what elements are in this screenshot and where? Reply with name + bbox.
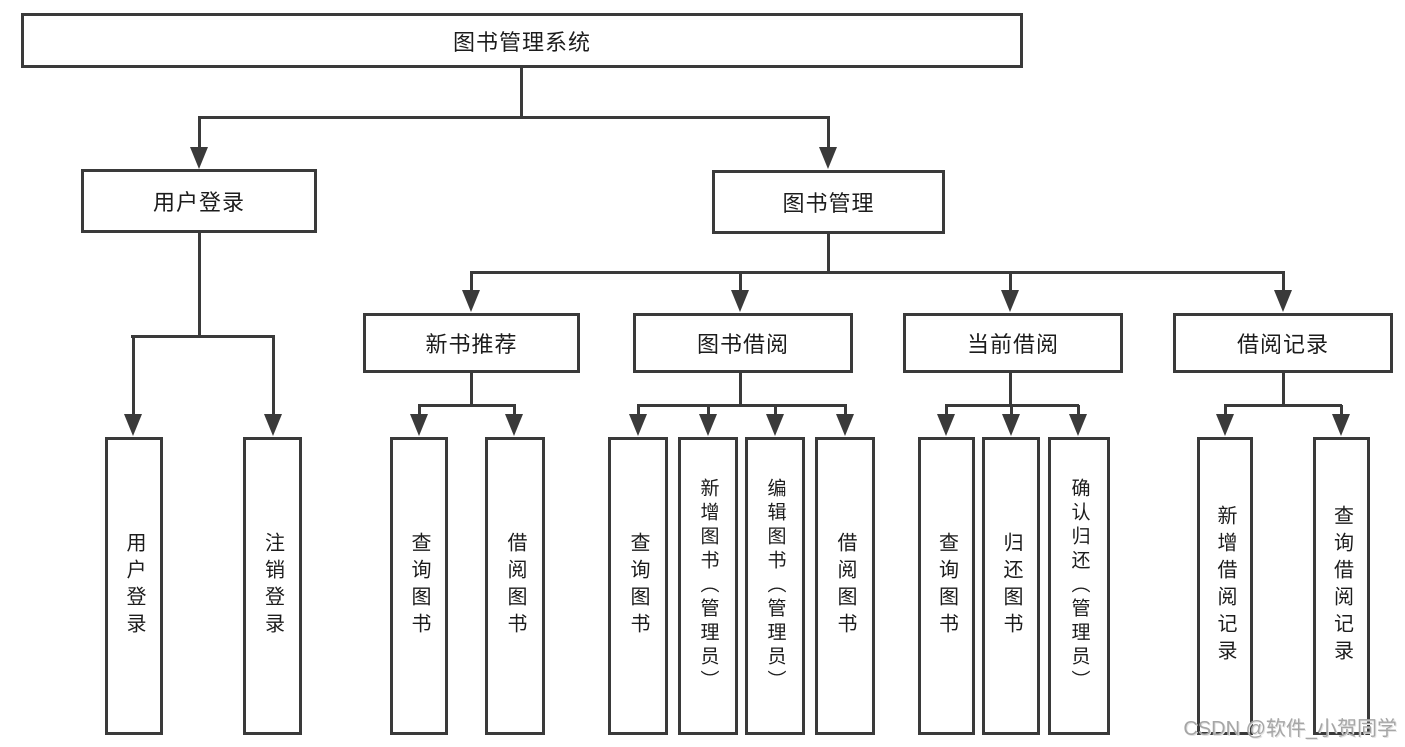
- connector-line: [1282, 272, 1285, 292]
- connector-line: [418, 404, 516, 407]
- csdn-watermark: CSDN @软件_小贺同学: [1183, 718, 1397, 740]
- connector-line: [198, 233, 201, 337]
- arrow-down-icon: [629, 414, 647, 436]
- connector-line: [470, 272, 473, 292]
- node-label: 确认归还（管理员）: [1068, 478, 1090, 694]
- node-label: 新增图书（管理员）: [697, 478, 719, 694]
- arrow-down-icon: [462, 290, 480, 312]
- node-label: 图书借阅: [696, 332, 789, 357]
- connector-line: [131, 335, 275, 338]
- arrow-down-icon: [1002, 414, 1020, 436]
- node-label: 注销登录: [261, 532, 284, 640]
- connector-line: [739, 272, 742, 292]
- connector-line: [470, 271, 1285, 274]
- arrow-down-icon: [1001, 290, 1019, 312]
- leaf-logout: 注销登录: [243, 437, 302, 735]
- leaf-add-book-admin: 新增图书（管理员）: [678, 437, 738, 735]
- connector-line: [132, 336, 135, 416]
- arrow-down-icon: [190, 147, 208, 169]
- connector-line: [844, 405, 847, 417]
- connector-line: [945, 405, 948, 417]
- leaf-query-books-recommend: 查询图书: [390, 437, 448, 735]
- leaf-query-books-borrow: 查询图书: [608, 437, 668, 735]
- node-current-borrow: 当前借阅: [903, 313, 1123, 373]
- node-user-login: 用户登录: [81, 169, 317, 233]
- node-label: 图书管理系统: [452, 29, 591, 55]
- node-label: 借阅记录: [1236, 332, 1329, 357]
- leaf-borrow-books-recommend: 借阅图书: [485, 437, 545, 735]
- connector-line: [637, 405, 640, 417]
- arrow-down-icon: [264, 414, 282, 436]
- node-new-book-recommend: 新书推荐: [363, 313, 580, 373]
- node-label: 用户登录: [123, 532, 145, 640]
- connector-line: [470, 371, 473, 407]
- leaf-query-books-current: 查询图书: [918, 437, 975, 735]
- connector-line: [707, 405, 710, 417]
- connector-line: [1009, 272, 1012, 292]
- node-book-borrow: 图书借阅: [633, 313, 853, 373]
- connector-line: [198, 117, 201, 149]
- arrow-down-icon: [124, 414, 142, 436]
- node-label: 查询图书: [408, 532, 430, 640]
- connector-line: [1224, 404, 1342, 407]
- node-label: 用户登录: [152, 190, 245, 215]
- leaf-return-books: 归还图书: [982, 437, 1040, 735]
- node-book-management: 图书管理: [712, 170, 945, 234]
- arrow-down-icon: [836, 414, 854, 436]
- arrow-down-icon: [937, 414, 955, 436]
- arrow-down-icon: [505, 414, 523, 436]
- node-label: 借阅图书: [834, 532, 856, 640]
- leaf-confirm-return-admin: 确认归还（管理员）: [1048, 437, 1110, 735]
- node-label: 编辑图书（管理员）: [764, 478, 786, 694]
- connector-line: [418, 405, 421, 417]
- leaf-query-borrow-record: 查询借阅记录: [1313, 437, 1370, 735]
- connector-line: [827, 234, 830, 274]
- arrow-down-icon: [1332, 414, 1350, 436]
- connector-line: [1340, 405, 1343, 417]
- node-borrow-records: 借阅记录: [1173, 313, 1393, 373]
- node-label: 借阅图书: [504, 532, 526, 640]
- node-label: 图书管理: [782, 191, 875, 216]
- connector-line: [520, 66, 523, 118]
- arrow-down-icon: [410, 414, 428, 436]
- connector-line: [513, 405, 516, 417]
- connector-line: [1010, 405, 1013, 417]
- node-label: 查询图书: [627, 532, 649, 640]
- node-label: 新书推荐: [425, 332, 518, 357]
- node-label: 当前借阅: [966, 332, 1059, 357]
- arrow-down-icon: [1216, 414, 1234, 436]
- connector-line: [827, 117, 830, 149]
- leaf-add-borrow-record: 新增借阅记录: [1197, 437, 1253, 735]
- connector-line: [1077, 405, 1080, 417]
- connector-line: [637, 404, 847, 407]
- connector-line: [739, 371, 742, 407]
- connector-line: [1009, 371, 1012, 407]
- leaf-user-login: 用户登录: [105, 437, 163, 735]
- node-library-management-system: 图书管理系统: [21, 13, 1023, 68]
- connector-line: [1282, 371, 1285, 407]
- arrow-down-icon: [819, 147, 837, 169]
- arrow-down-icon: [1069, 414, 1087, 436]
- connector-line: [1224, 405, 1227, 417]
- arrow-down-icon: [731, 290, 749, 312]
- connector-line: [774, 405, 777, 417]
- leaf-edit-book-admin: 编辑图书（管理员）: [745, 437, 805, 735]
- node-label: 查询图书: [935, 532, 958, 640]
- leaf-borrow-books: 借阅图书: [815, 437, 875, 735]
- connector-line: [198, 116, 830, 119]
- node-label: 归还图书: [1000, 532, 1022, 640]
- arrow-down-icon: [699, 414, 717, 436]
- arrow-down-icon: [766, 414, 784, 436]
- node-label: 查询借阅记录: [1330, 505, 1353, 667]
- node-label: 新增借阅记录: [1214, 505, 1236, 667]
- arrow-down-icon: [1274, 290, 1292, 312]
- connector-line: [272, 336, 275, 416]
